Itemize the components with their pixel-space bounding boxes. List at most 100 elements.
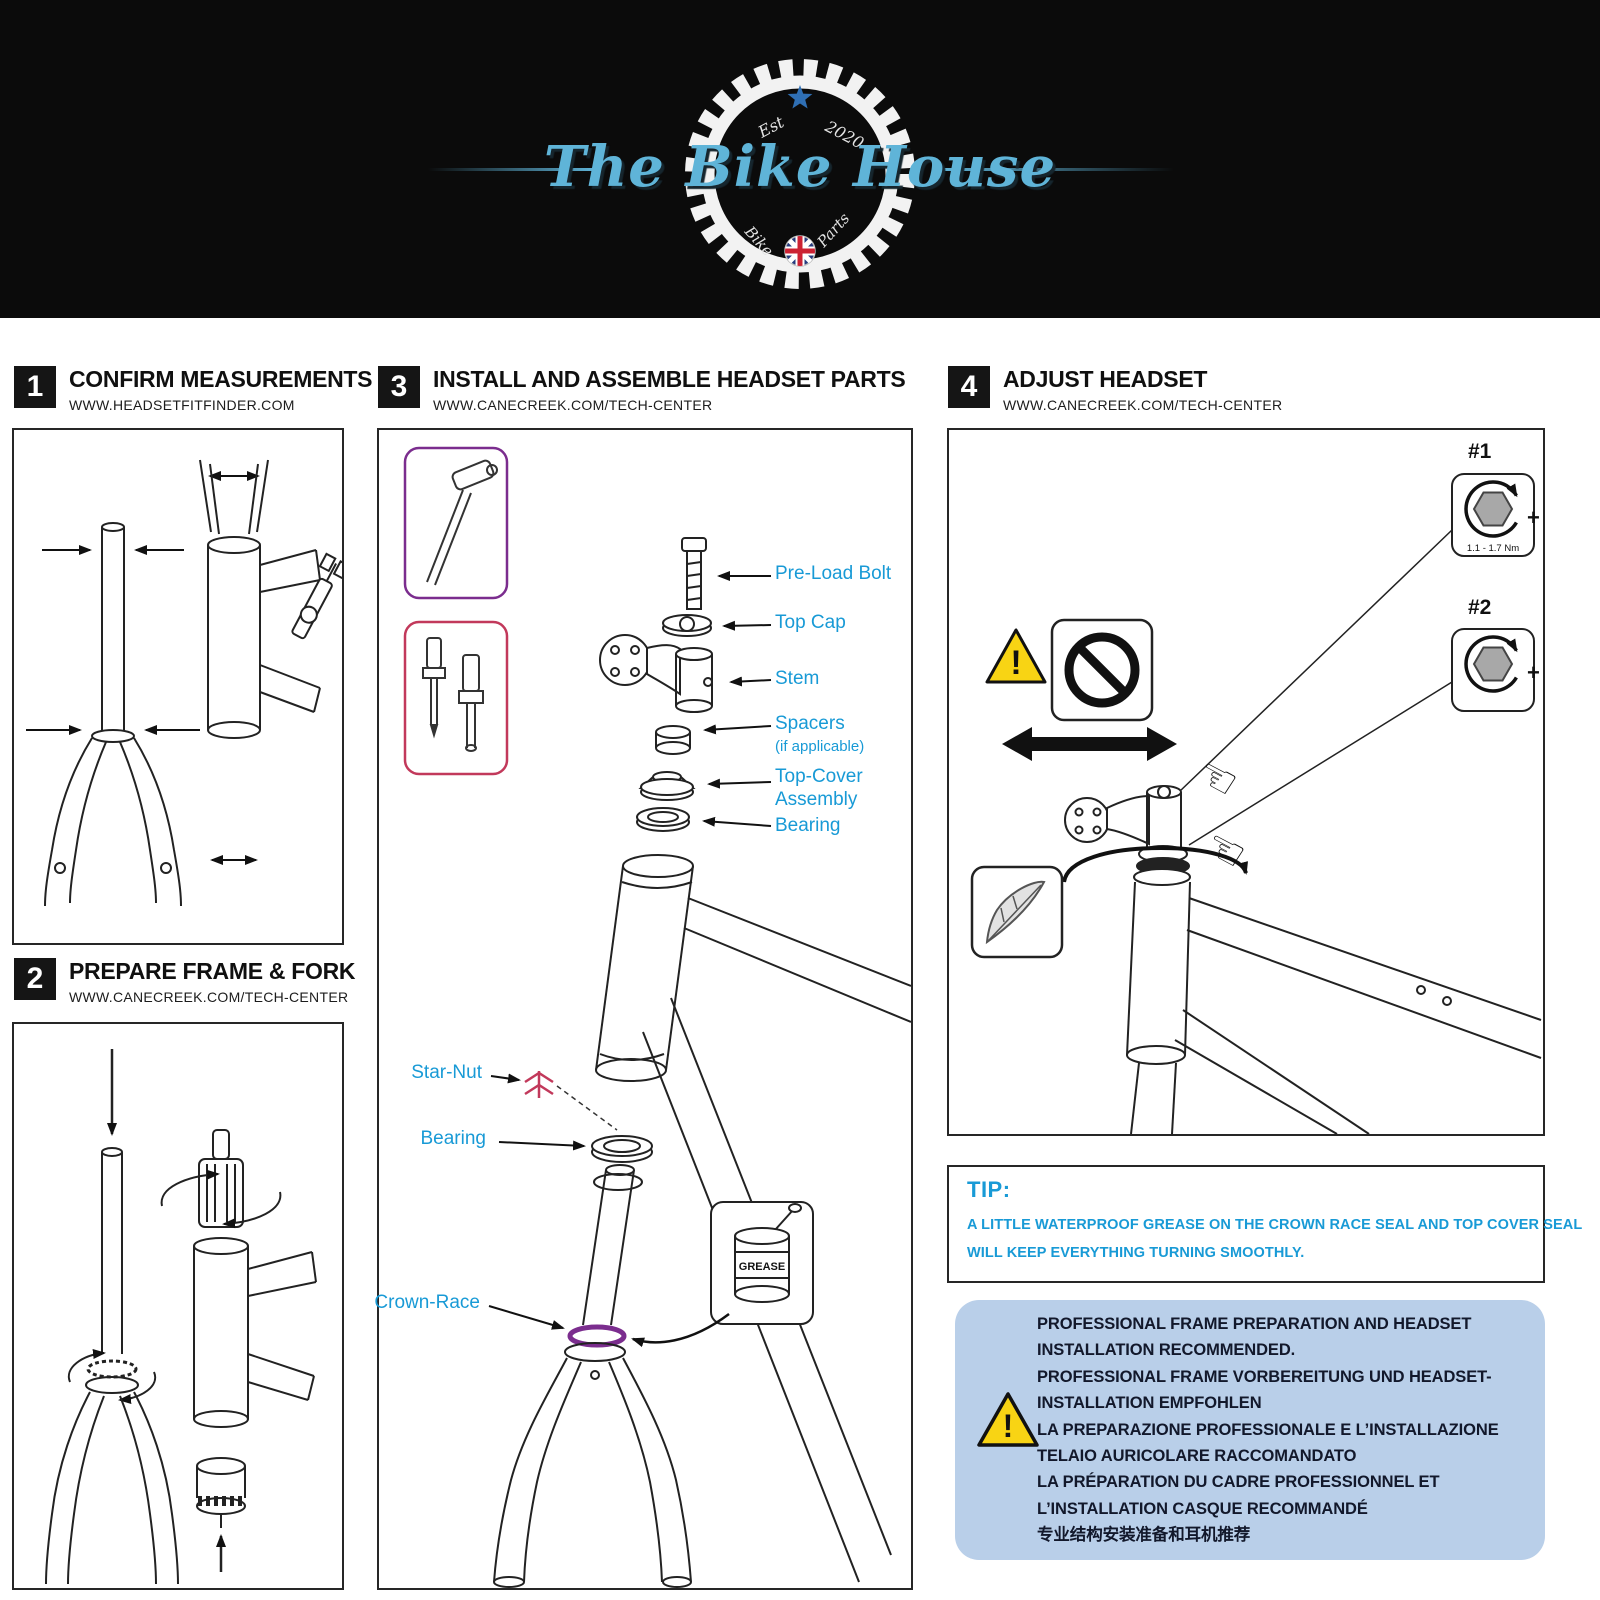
pointing-hand-icon: ☜ bbox=[1188, 748, 1246, 810]
steerer-fork-part bbox=[582, 1164, 643, 1326]
torque-value: 1.1 - 1.7 Nm bbox=[1467, 543, 1519, 554]
step3-header: 3 INSTALL AND ASSEMBLE HEADSET PARTS WWW… bbox=[378, 366, 906, 413]
tip-line2: WILL KEEP EVERYTHING TURNING SMOOTHLY. bbox=[967, 1245, 1305, 1261]
hammer-tool-box bbox=[403, 446, 509, 600]
uk-flag-icon bbox=[784, 235, 816, 267]
chainring-logo-icon: Est 2020 Bike Parts bbox=[685, 59, 915, 289]
prepare-diagram bbox=[45, 1049, 317, 1585]
notice-line: PROFESSIONAL FRAME VORBEREITUNG UND HEAD… bbox=[1037, 1367, 1492, 1386]
adjust-diagram: ☜ ☜ ! bbox=[970, 473, 1542, 1135]
confirm-measurements-panel bbox=[12, 428, 351, 945]
top-cover-part bbox=[638, 771, 696, 801]
adjust-headset-panel: ☜ ☜ ! bbox=[947, 428, 1545, 1136]
tool2-label: #2 bbox=[1468, 596, 1492, 619]
lower-bearing-part bbox=[591, 1135, 653, 1163]
tool1-label: #1 bbox=[1468, 440, 1492, 463]
step4-title: ADJUST HEADSET bbox=[1003, 366, 1208, 392]
step2-title: PREPARE FRAME & FORK bbox=[69, 958, 356, 984]
grease-label: GREASE bbox=[739, 1261, 785, 1273]
step4-header: 4 ADJUST HEADSET WWW.CANECREEK.COM/TECH-… bbox=[948, 366, 1282, 413]
notice-line: LA PRÉPARATION DU CADRE PROFESSIONNEL ET bbox=[1037, 1473, 1440, 1492]
warning-triangle-icon: ! bbox=[977, 1392, 1039, 1447]
side-to-side-arrow-icon bbox=[1002, 727, 1177, 761]
step4-url: WWW.CANECREEK.COM/TECH-CENTER bbox=[1003, 397, 1283, 413]
tip-line1: A LITTLE WATERPROOF GREASE ON THE CROWN … bbox=[967, 1217, 1583, 1233]
tip-title: TIP: bbox=[967, 1177, 1011, 1202]
plus-sign: + bbox=[1527, 505, 1540, 530]
facing-cutter-drawing bbox=[196, 1457, 246, 1572]
step3-number: 3 bbox=[378, 366, 420, 408]
step2-number: 2 bbox=[14, 958, 56, 1000]
rotation-arrow bbox=[1062, 845, 1248, 883]
torque-tool2-icon: + bbox=[1451, 628, 1540, 712]
head-tube-prep-drawing bbox=[160, 1129, 317, 1428]
feather-icon bbox=[970, 865, 1064, 959]
fork-crown-legs bbox=[493, 1342, 692, 1588]
svg-text:!: ! bbox=[1010, 644, 1021, 682]
step3-title: INSTALL AND ASSEMBLE HEADSET PARTS bbox=[433, 366, 906, 392]
brand-title: The Bike House bbox=[543, 134, 1057, 200]
step1-number: 1 bbox=[14, 366, 56, 408]
notice-line: PROFESSIONAL FRAME PREPARATION AND HEADS… bbox=[1037, 1315, 1472, 1333]
top-cap-part bbox=[662, 614, 712, 637]
prepare-frame-fork-panel bbox=[12, 1022, 344, 1590]
brand-line-left bbox=[428, 168, 596, 171]
star-nut-part bbox=[524, 1071, 554, 1098]
stem-assembly-drawing bbox=[1064, 785, 1542, 1135]
notice-text: PROFESSIONAL FRAME PREPARATION AND HEADS… bbox=[1037, 1311, 1537, 1549]
label-star-nut: Star-Nut bbox=[411, 1062, 482, 1083]
label-top-cap: Top Cap bbox=[775, 612, 846, 633]
step2-header: 2 PREPARE FRAME & FORK WWW.CANECREEK.COM… bbox=[14, 958, 356, 1005]
grease-arrow bbox=[631, 1312, 730, 1348]
notice-line: INSTALLATION EMPFOHLEN bbox=[1037, 1394, 1262, 1413]
measure-arrows bbox=[26, 471, 260, 865]
notice-line: INSTALLATION RECOMMENDED. bbox=[1037, 1341, 1296, 1360]
tool1-connector-line bbox=[1178, 529, 1453, 793]
preload-bolt-part bbox=[681, 537, 707, 610]
label-spacers: Spacers bbox=[775, 713, 845, 734]
warning-triangle-icon: ! bbox=[985, 628, 1047, 684]
star-icon bbox=[787, 85, 813, 109]
svg-text:!: ! bbox=[1003, 1408, 1014, 1444]
notice-line: L’INSTALLATION CASQUE RECOMMANDÉ bbox=[1037, 1499, 1368, 1518]
label-top-cover-assembly: Assembly bbox=[775, 789, 858, 810]
upper-bearing-part bbox=[636, 807, 690, 832]
step4-number: 4 bbox=[948, 366, 990, 408]
step2-url: WWW.CANECREEK.COM/TECH-CENTER bbox=[69, 989, 349, 1005]
fork-steerer-drawing bbox=[44, 522, 182, 907]
notice-line: TELAIO AURICOLARE RACCOMANDATO bbox=[1037, 1447, 1357, 1466]
tip-panel: TIP: A LITTLE WATERPROOF GREASE ON THE C… bbox=[947, 1165, 1582, 1283]
exploded-headset-diagram: GREASE bbox=[403, 446, 912, 1588]
torque-tool1-icon: + 1.1 - 1.7 Nm bbox=[1451, 473, 1540, 557]
step1-header: 1 CONFIRM MEASUREMENTS WWW.HEADSETFITFIN… bbox=[14, 366, 373, 413]
step3-url: WWW.CANECREEK.COM/TECH-CENTER bbox=[433, 397, 713, 413]
header-banner: Est 2020 Bike Parts The Bike House bbox=[0, 0, 1600, 318]
head-tube-part bbox=[595, 854, 694, 1082]
tool2-connector-line bbox=[1188, 681, 1453, 846]
callout-arrows bbox=[488, 571, 772, 1330]
label-bearing-upper: Bearing bbox=[775, 815, 841, 836]
punch-tool-box bbox=[403, 620, 509, 776]
fork-prep-drawing bbox=[45, 1049, 179, 1585]
gear-teeth bbox=[685, 59, 915, 289]
label-stem: Stem bbox=[775, 668, 820, 689]
prohibited-icon bbox=[1050, 618, 1154, 722]
step1-url: WWW.HEADSETFITFINDER.COM bbox=[69, 397, 295, 413]
stem-part bbox=[599, 634, 713, 713]
spacers-part bbox=[655, 725, 691, 755]
label-preload-bolt: Pre-Load Bolt bbox=[775, 563, 892, 584]
notice-line: LA PREPARAZIONE PROFESSIONALE E L’INSTAL… bbox=[1037, 1420, 1499, 1439]
plus-sign: + bbox=[1527, 660, 1540, 685]
measurement-diagram bbox=[26, 459, 351, 907]
grease-can-box: GREASE bbox=[710, 1201, 814, 1325]
label-top-cover: Top-Cover bbox=[775, 766, 863, 787]
notice-panel: ! PROFESSIONAL FRAME PREPARATION AND HEA… bbox=[955, 1300, 1545, 1560]
step1-title: CONFIRM MEASUREMENTS bbox=[69, 366, 373, 392]
notice-line: 专业结构安装准备和耳机推荐 bbox=[1037, 1526, 1251, 1545]
calipers-icon bbox=[291, 552, 351, 640]
brand-line-right bbox=[942, 168, 1174, 171]
crown-race-part bbox=[567, 1324, 627, 1348]
label-spacers-note: (if applicable) bbox=[775, 738, 865, 755]
star-nut-guide-line bbox=[556, 1085, 618, 1131]
